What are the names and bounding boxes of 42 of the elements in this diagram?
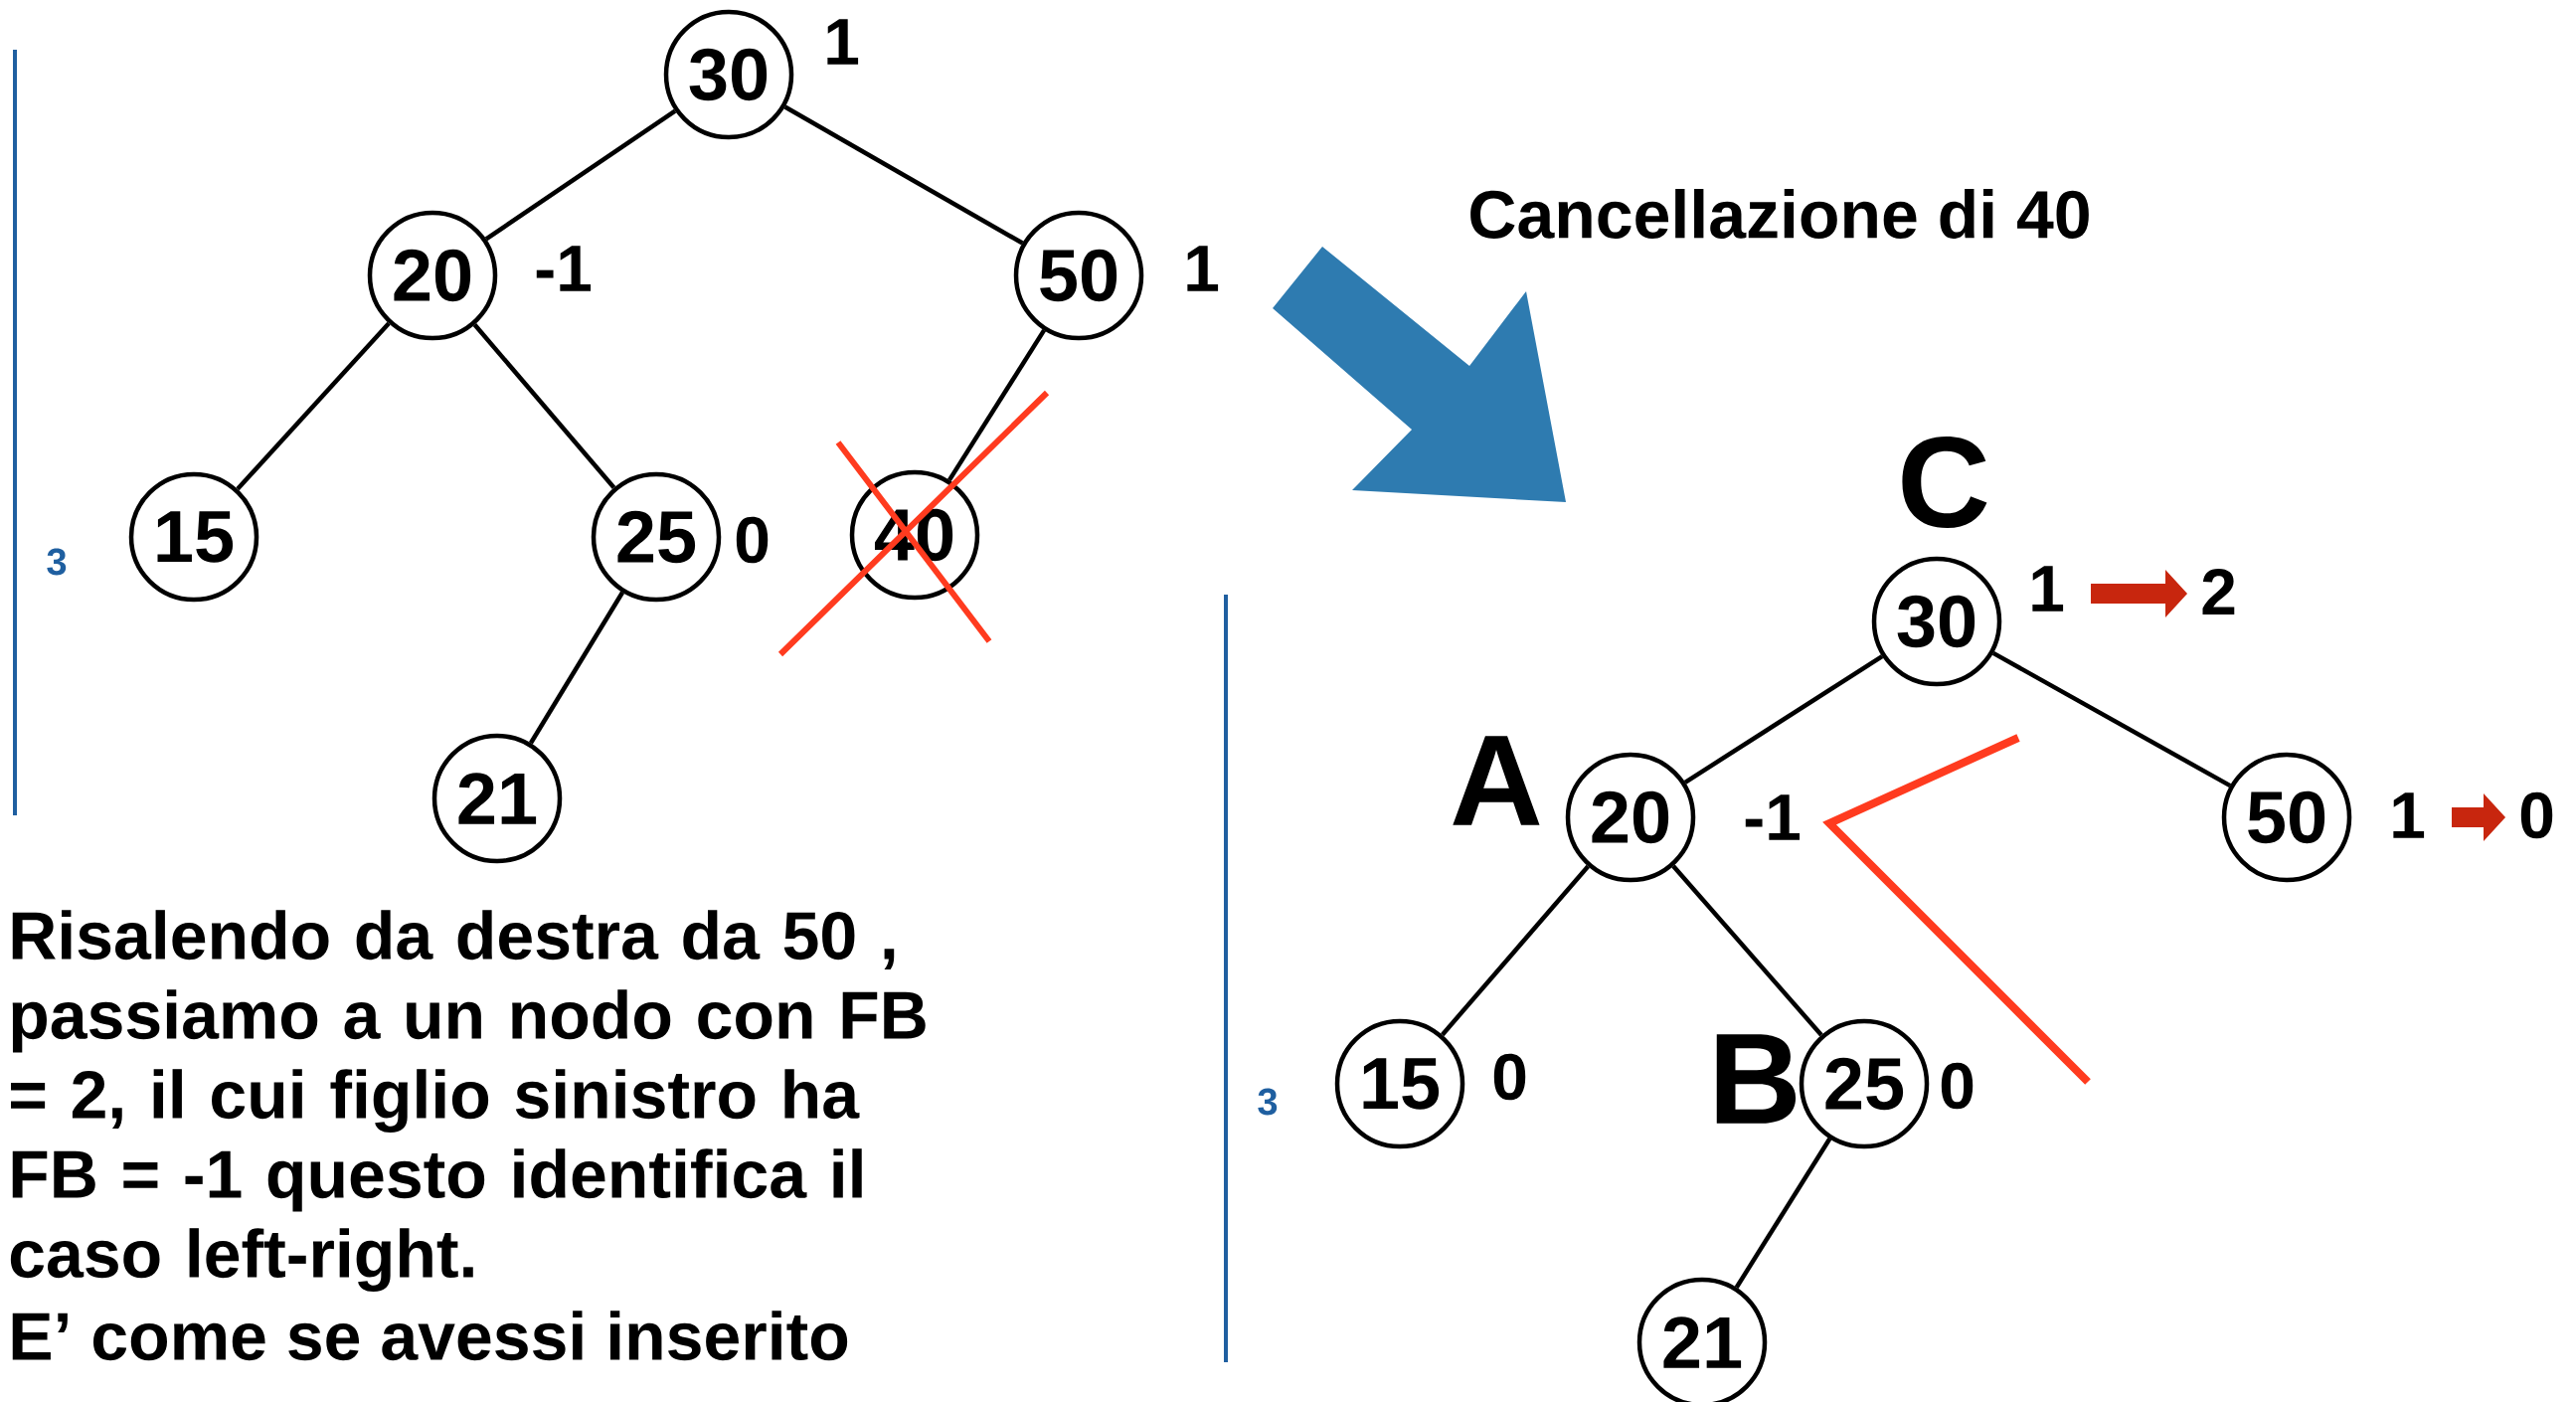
balance-factor: 0 — [736, 516, 769, 564]
tree-node: 20 — [367, 210, 498, 341]
tree-edge — [783, 104, 1024, 246]
balance-factor: 1 — [2032, 566, 2064, 612]
tree-node: 50 — [2221, 752, 2352, 883]
tree-edge — [484, 108, 677, 242]
tree-edge — [1991, 650, 2232, 789]
balance-factor: 1 — [1187, 246, 1219, 291]
node-letter: A — [1453, 736, 1540, 825]
tree-edge — [236, 321, 391, 491]
balance-factor: 0 — [1493, 1053, 1526, 1101]
balance-factor: -1 — [1745, 794, 1801, 840]
balance-factor: 0 — [2520, 791, 2553, 839]
balance-factor: 1 — [2393, 792, 2425, 838]
tree-node: 25 — [591, 471, 722, 603]
tree-edge — [946, 328, 1047, 482]
tree-node: 25 — [1799, 1018, 1930, 1149]
tree-node: 15 — [128, 471, 259, 603]
explanation-text: E’ come se avessi inserito — [12, 1311, 848, 1361]
tree-node: 20 — [1565, 752, 1696, 883]
tree-node: 50 — [1013, 210, 1144, 341]
page-number: 3 — [1258, 1088, 1278, 1116]
balance-factor: -1 — [536, 246, 592, 291]
tree-edge — [472, 323, 616, 489]
balance-factor: 1 — [827, 19, 859, 65]
tree-edge — [1683, 654, 1884, 785]
tree-node: 15 — [1334, 1018, 1465, 1149]
node-letter: B — [1716, 1034, 1797, 1124]
tree-edge — [1734, 1138, 1832, 1289]
balance-factor: 2 — [2202, 568, 2235, 615]
node-letter: C — [1902, 437, 1987, 528]
balance-factor: 0 — [1941, 1062, 1974, 1110]
explanation-text: Risalendo da destra da 50 , passiamo a un nodo con FB = 2, il cui figlio sinistro ha FB = -1 questo identifica il caso left-right. — [10, 910, 926, 1292]
tree-node: 30 — [663, 9, 794, 140]
tree-node: 21 — [431, 733, 563, 864]
tree-edge — [529, 591, 625, 745]
tree-edge — [1441, 864, 1590, 1037]
tree-node: 30 — [1871, 556, 2002, 687]
tree-node: 21 — [1636, 1277, 1768, 1402]
heading: Cancellazione di 40 — [1470, 189, 2089, 239]
tree-edge — [1671, 864, 1823, 1037]
page-number: 3 — [47, 548, 67, 576]
